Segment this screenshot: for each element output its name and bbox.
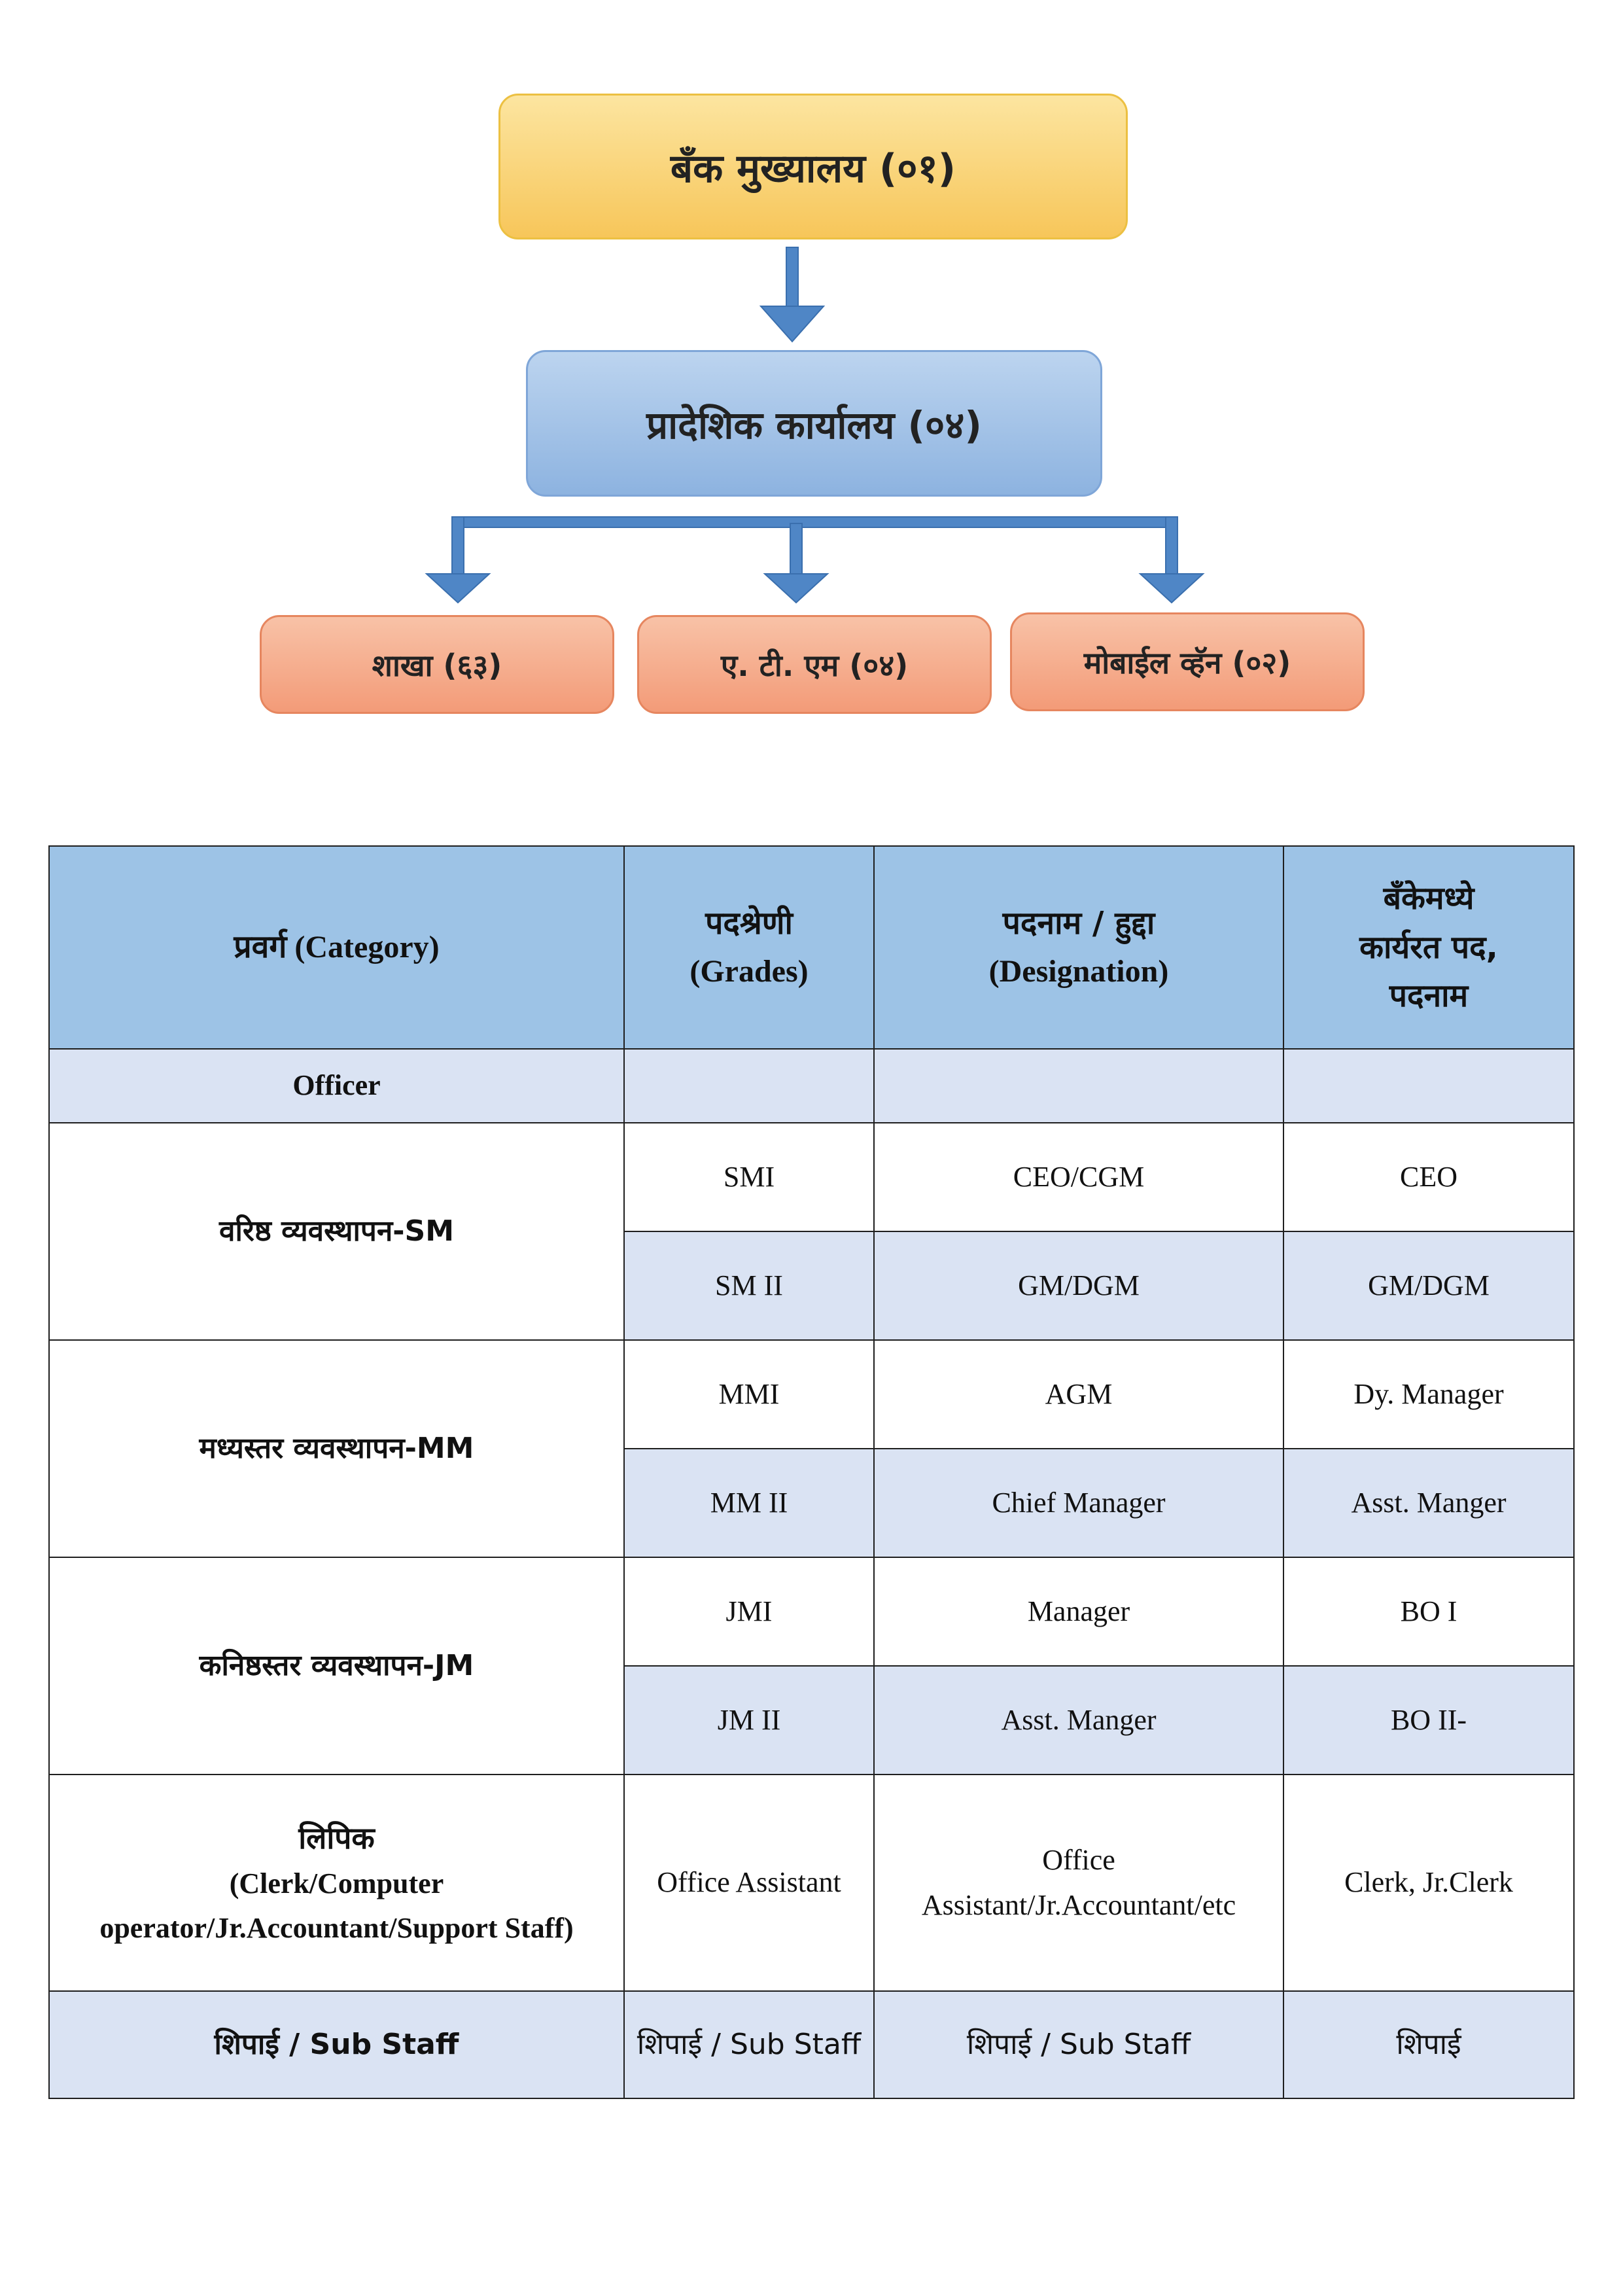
working-post-cell: BO I — [1283, 1557, 1575, 1667]
officer-empty-cell — [873, 1048, 1284, 1123]
designation-table: प्रवर्ग (Category) पदश्रेणी (Grades) पदन… — [48, 845, 1575, 2099]
officer-label: Officer — [48, 1048, 625, 1123]
header-category: प्रवर्ग (Category) — [48, 845, 625, 1050]
officer-empty-cell — [623, 1048, 875, 1123]
working-post-cell: Asst. Manger — [1283, 1448, 1575, 1558]
designation-cell: Asst. Manger — [873, 1665, 1284, 1775]
atm-box: ए. टी. एम (०४) — [637, 615, 992, 714]
category-middle-management: मध्यस्तर व्यवस्थापन-MM — [48, 1339, 625, 1558]
category-junior-management: कनिष्ठस्तर व्यवस्थापन-JM — [48, 1557, 625, 1775]
arrow-to-branches — [425, 516, 491, 604]
category-clerk: लिपिक (Clerk/Computer operator/Jr.Accoun… — [48, 1774, 625, 1992]
designation-table-wrapper: प्रवर्ग (Category) पदश्रेणी (Grades) पदन… — [48, 845, 1575, 2099]
working-post-cell: Dy. Manager — [1283, 1339, 1575, 1449]
arrow-to-mobile-van — [1138, 516, 1205, 604]
working-post-cell: GM/DGM — [1283, 1231, 1575, 1341]
officer-row: Officer — [48, 1048, 1575, 1123]
working-post-cell: Clerk, Jr.Clerk — [1283, 1774, 1575, 1992]
header-designation: पदनाम / हुद्दा (Designation) — [873, 845, 1284, 1050]
mobile-van-box: मोबाईल व्हॅन (०२) — [1010, 612, 1365, 711]
mobile-van-label: मोबाईल व्हॅन (०२) — [1083, 645, 1291, 680]
table-row: MM II Chief Manager Asst. Manger — [49, 1448, 1575, 1558]
table-row: JM II Asst. Manger BO II- — [49, 1665, 1575, 1775]
header-grades: पदश्रेणी (Grades) — [623, 845, 875, 1050]
grade-cell: MMI — [623, 1339, 875, 1449]
header-working-post: बँकेमध्ये कार्यरत पद, पदनाम — [1283, 845, 1575, 1050]
table-row: शिपाई / Sub Staff शिपाई / Sub Staff शिपा… — [48, 1990, 1575, 2099]
head-office-box: बँक मुख्यालय (०१) — [498, 94, 1128, 239]
arrow-hq-to-regional — [759, 247, 826, 343]
working-post-cell: शिपाई — [1283, 1990, 1575, 2099]
table-row: मध्यस्तर व्यवस्थापन-MM MMI AGM Dy. Manag… — [48, 1339, 1575, 1558]
working-post-cell: BO II- — [1283, 1665, 1575, 1775]
table-header-row: प्रवर्ग (Category) पदश्रेणी (Grades) पदन… — [48, 845, 1575, 1050]
arrow-to-atm — [763, 523, 829, 604]
designation-cell: AGM — [873, 1339, 1284, 1449]
regional-office-box: प्रादेशिक कार्यालय (०४) — [526, 350, 1102, 497]
designation-cell: Manager — [873, 1557, 1284, 1667]
connector-bus — [451, 516, 1178, 528]
table-row: वरिष्ठ व्यवस्थापन-SM SMI CEO/CGM CEO — [48, 1122, 1575, 1341]
table-row: कनिष्ठस्तर व्यवस्थापन-JM JMI Manager BO … — [48, 1557, 1575, 1775]
regional-office-label: प्रादेशिक कार्यालय (०४) — [646, 402, 982, 448]
grade-cell: Office Assistant — [623, 1774, 875, 1992]
officer-empty-cell — [1283, 1048, 1575, 1123]
designation-cell: शिपाई / Sub Staff — [873, 1990, 1284, 2099]
designation-cell: CEO/CGM — [873, 1122, 1284, 1232]
category-senior-management: वरिष्ठ व्यवस्थापन-SM — [48, 1122, 625, 1341]
working-post-cell: CEO — [1283, 1122, 1575, 1232]
head-office-label: बँक मुख्यालय (०१) — [670, 145, 956, 192]
table-row: SM II GM/DGM GM/DGM — [49, 1231, 1575, 1341]
designation-cell: Office Assistant/Jr.Accountant/etc — [873, 1774, 1284, 1992]
designation-cell: GM/DGM — [873, 1231, 1284, 1341]
table-row: लिपिक (Clerk/Computer operator/Jr.Accoun… — [48, 1774, 1575, 1992]
category-sub-staff: शिपाई / Sub Staff — [48, 1990, 625, 2099]
grade-cell: JM II — [623, 1665, 875, 1775]
grade-cell: SM II — [623, 1231, 875, 1341]
grade-cell: JMI — [623, 1557, 875, 1667]
branches-box: शाखा (६३) — [260, 615, 614, 714]
atm-label: ए. टी. एम (०४) — [720, 647, 909, 683]
branches-label: शाखा (६३) — [372, 647, 502, 683]
grade-cell: MM II — [623, 1448, 875, 1558]
grade-cell: SMI — [623, 1122, 875, 1232]
designation-cell: Chief Manager — [873, 1448, 1284, 1558]
org-chart-connectors — [425, 247, 1205, 604]
grade-cell: शिपाई / Sub Staff — [623, 1990, 875, 2099]
